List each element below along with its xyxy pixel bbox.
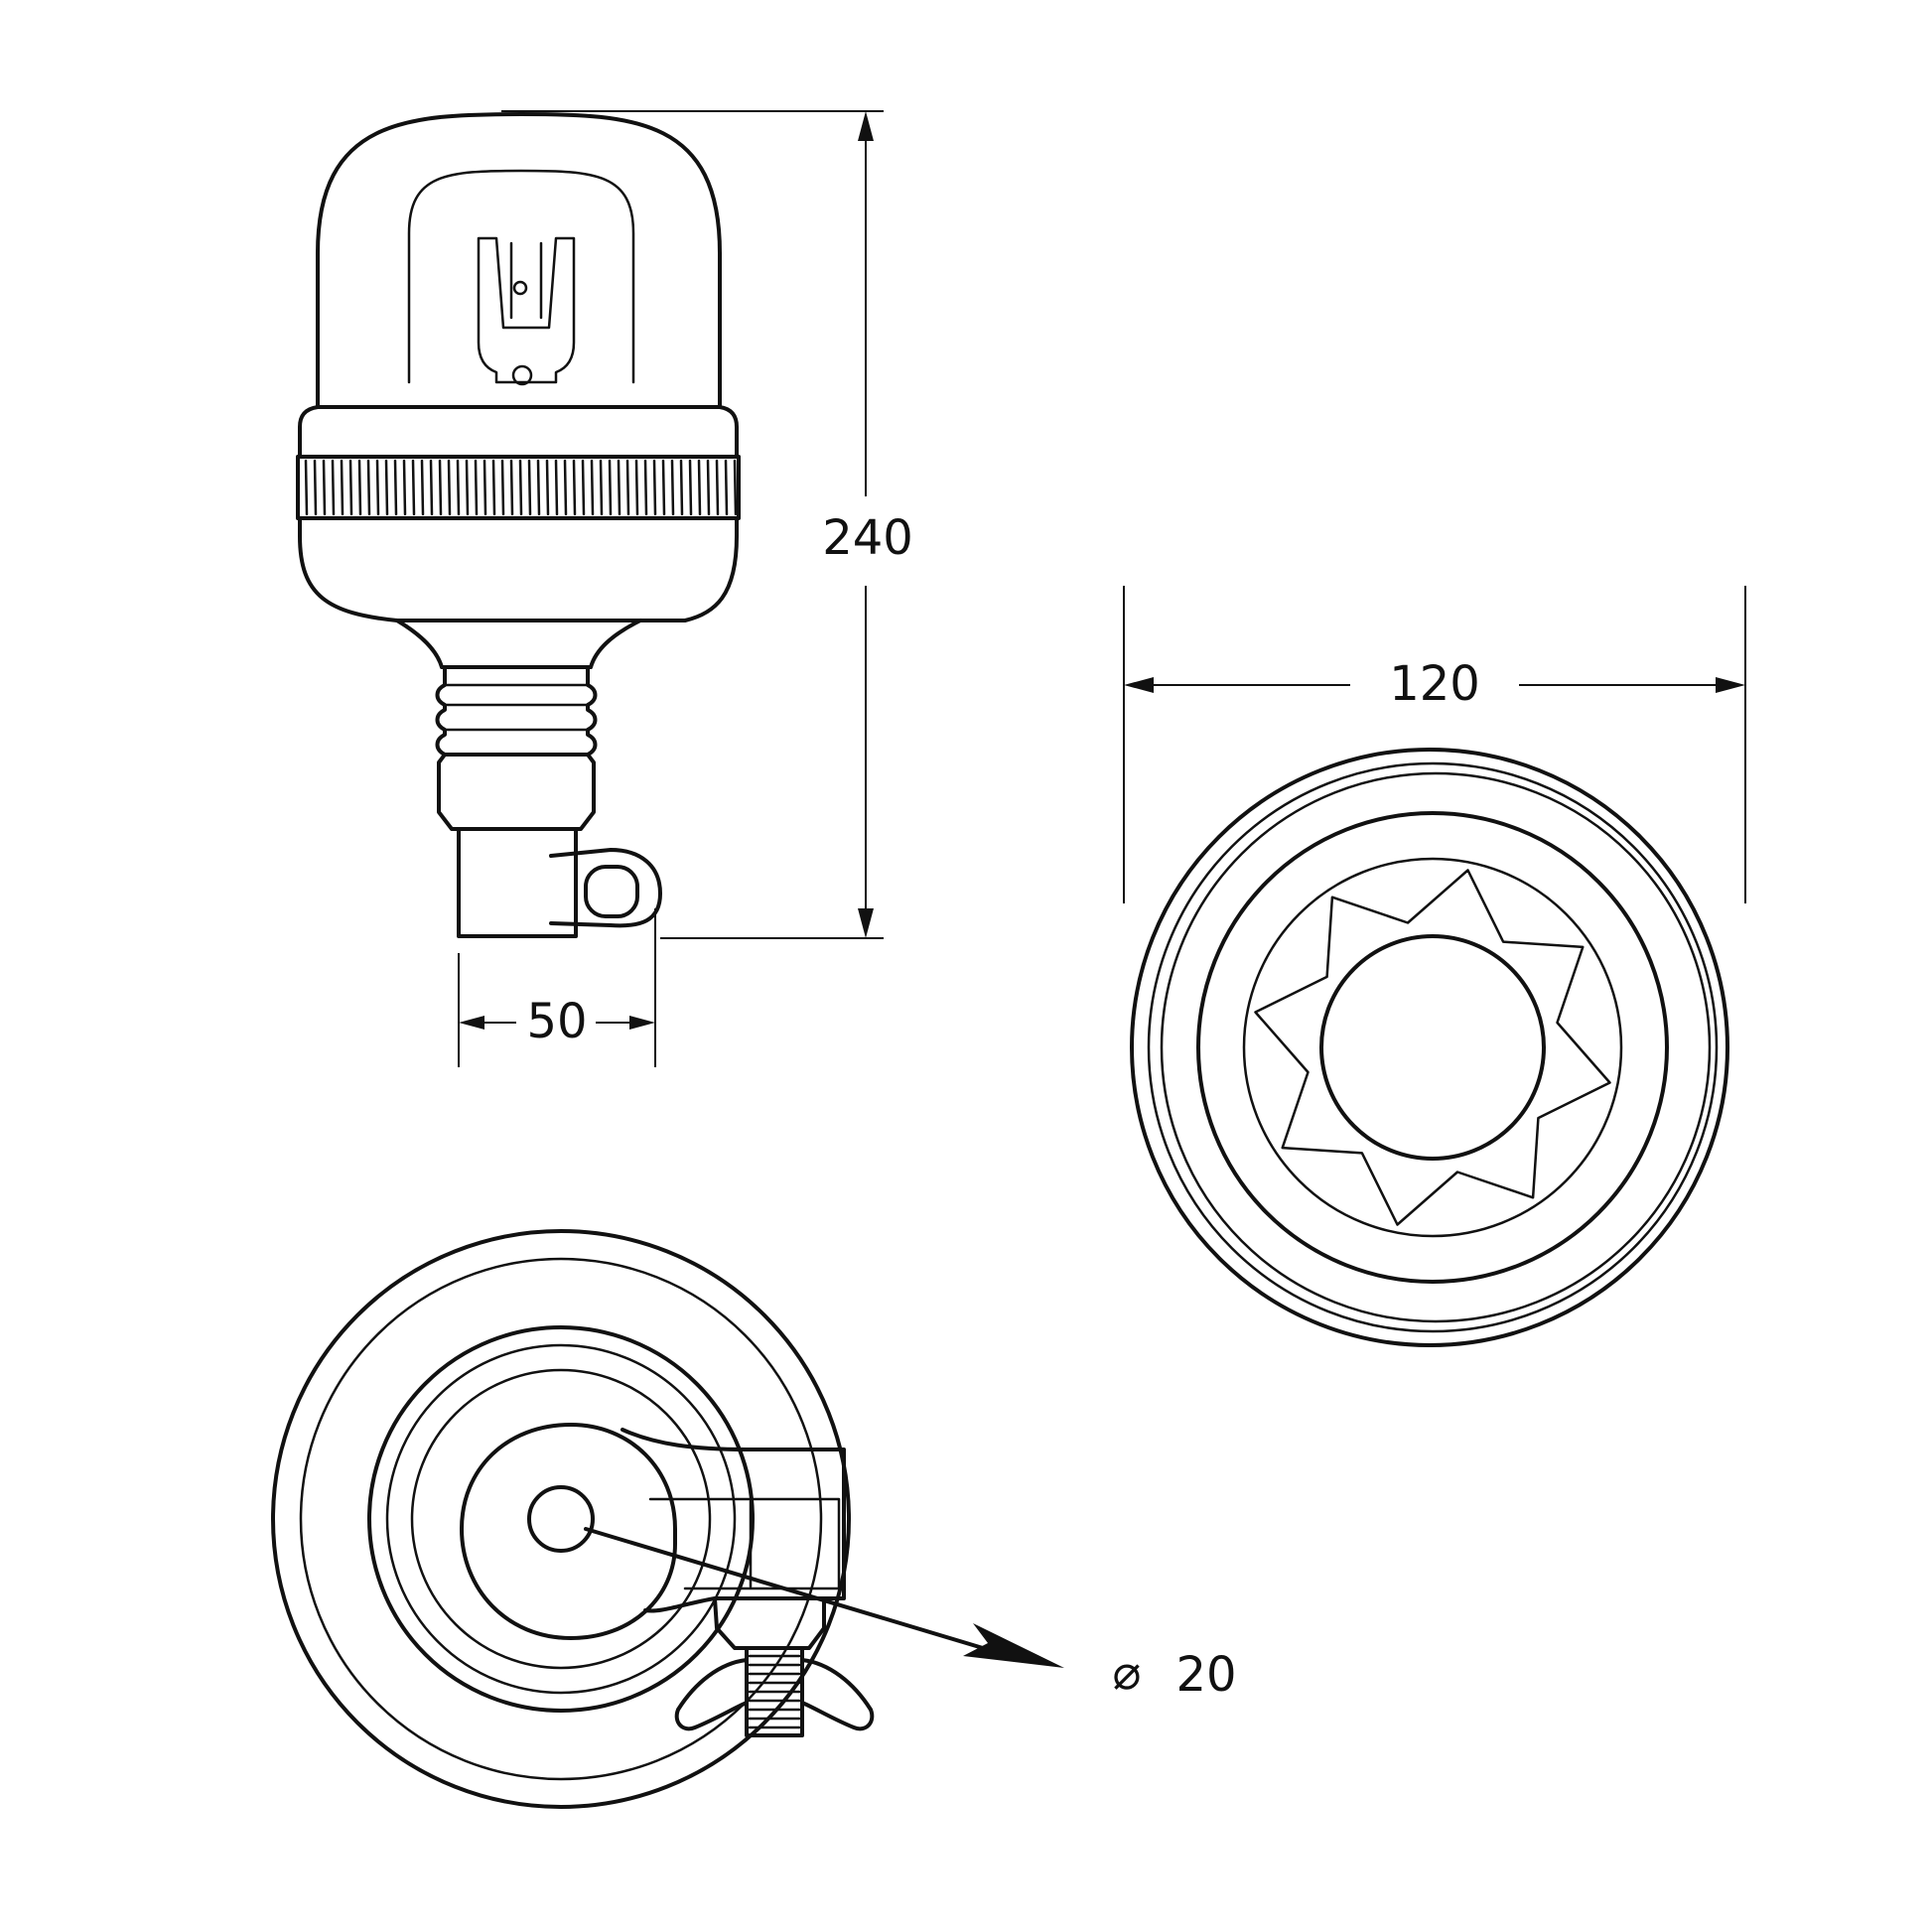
wing-nut-left-wing bbox=[674, 1658, 749, 1731]
bulb bbox=[477, 236, 576, 384]
height-dimension-label: 240 bbox=[822, 510, 913, 566]
bottom-outer-ring bbox=[271, 1229, 851, 1809]
base-width-dimension-label: 50 bbox=[526, 994, 587, 1049]
top-view: 120 bbox=[1123, 586, 1746, 1347]
bottom-clamp-ring bbox=[460, 1423, 677, 1640]
diameter-symbol: ⌀ bbox=[1113, 1645, 1142, 1701]
dome-outer bbox=[316, 112, 722, 409]
pole-socket bbox=[457, 827, 578, 938]
clamp-bolt bbox=[584, 865, 639, 918]
side-view: 240 50 bbox=[296, 110, 913, 1067]
base-lower bbox=[298, 516, 739, 622]
bellows bbox=[435, 665, 598, 757]
top-star-lens bbox=[1254, 869, 1611, 1226]
bottom-view: ⌀ 20 bbox=[271, 1229, 1237, 1809]
diameter-dimension-label: 20 bbox=[1175, 1647, 1236, 1703]
rib-lines bbox=[304, 459, 738, 516]
diameter-leader-arrowhead bbox=[963, 1623, 1064, 1668]
width-dimension-label: 120 bbox=[1389, 656, 1480, 712]
top-inner-ring bbox=[1196, 811, 1669, 1284]
clamp-ear bbox=[549, 848, 662, 928]
mount-sleeve bbox=[437, 753, 596, 831]
pole-hole bbox=[527, 1485, 595, 1553]
dome-inner bbox=[407, 169, 635, 384]
wing-nut-right-wing bbox=[800, 1658, 875, 1731]
top-outer-ring bbox=[1130, 748, 1729, 1347]
neck bbox=[395, 619, 642, 669]
top-center-cap bbox=[1319, 934, 1546, 1161]
bottom-clamp-body bbox=[621, 1428, 846, 1613]
wing-nut-threads bbox=[748, 1654, 801, 1729]
base-upper bbox=[298, 405, 739, 459]
